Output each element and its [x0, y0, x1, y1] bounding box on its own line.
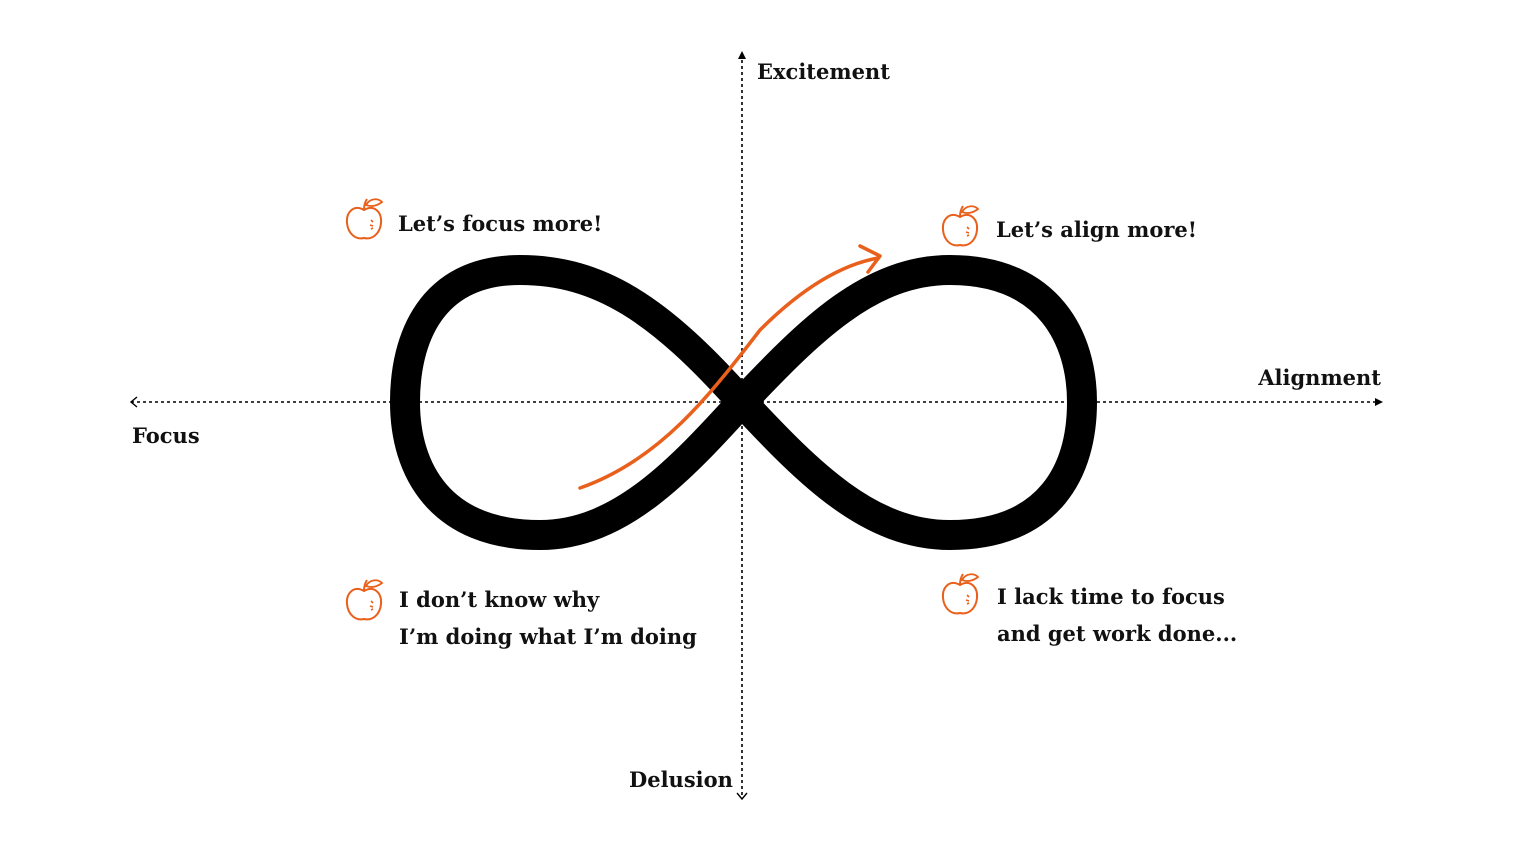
note-top-left: Let’s focus more! — [398, 205, 602, 242]
note-line: I lack time to focus — [997, 584, 1225, 609]
right-arrow-icon — [1375, 398, 1383, 406]
apple-icon — [345, 198, 384, 240]
note-line: I’m doing what I’m doing — [399, 624, 697, 649]
note-line: Let’s align more! — [996, 217, 1197, 242]
axis-label-right: Alignment — [1258, 365, 1381, 390]
direction-arrow — [578, 256, 880, 490]
axis-label-left: Focus — [132, 423, 200, 448]
direction-arrowhead-icon — [858, 244, 882, 274]
axis-label-bottom: Delusion — [629, 767, 733, 792]
infinity-loop — [390, 255, 1097, 550]
apple-icon — [941, 573, 980, 615]
left-arrow-icon — [129, 396, 138, 408]
note-line: Let’s focus more! — [398, 211, 603, 236]
note-line: I don’t know why — [399, 587, 600, 612]
apple-icon — [941, 205, 980, 247]
note-top-right: Let’s align more! — [996, 211, 1197, 248]
down-arrow-icon — [736, 792, 748, 801]
note-line: and get work done... — [997, 621, 1238, 646]
apple-icon — [345, 579, 384, 621]
axis-label-top: Excitement — [757, 59, 890, 84]
note-bottom-right: I lack time to focus and get work done..… — [997, 578, 1237, 652]
note-bottom-left: I don’t know why I’m doing what I’m doin… — [399, 581, 697, 655]
up-arrow-icon — [738, 51, 746, 59]
